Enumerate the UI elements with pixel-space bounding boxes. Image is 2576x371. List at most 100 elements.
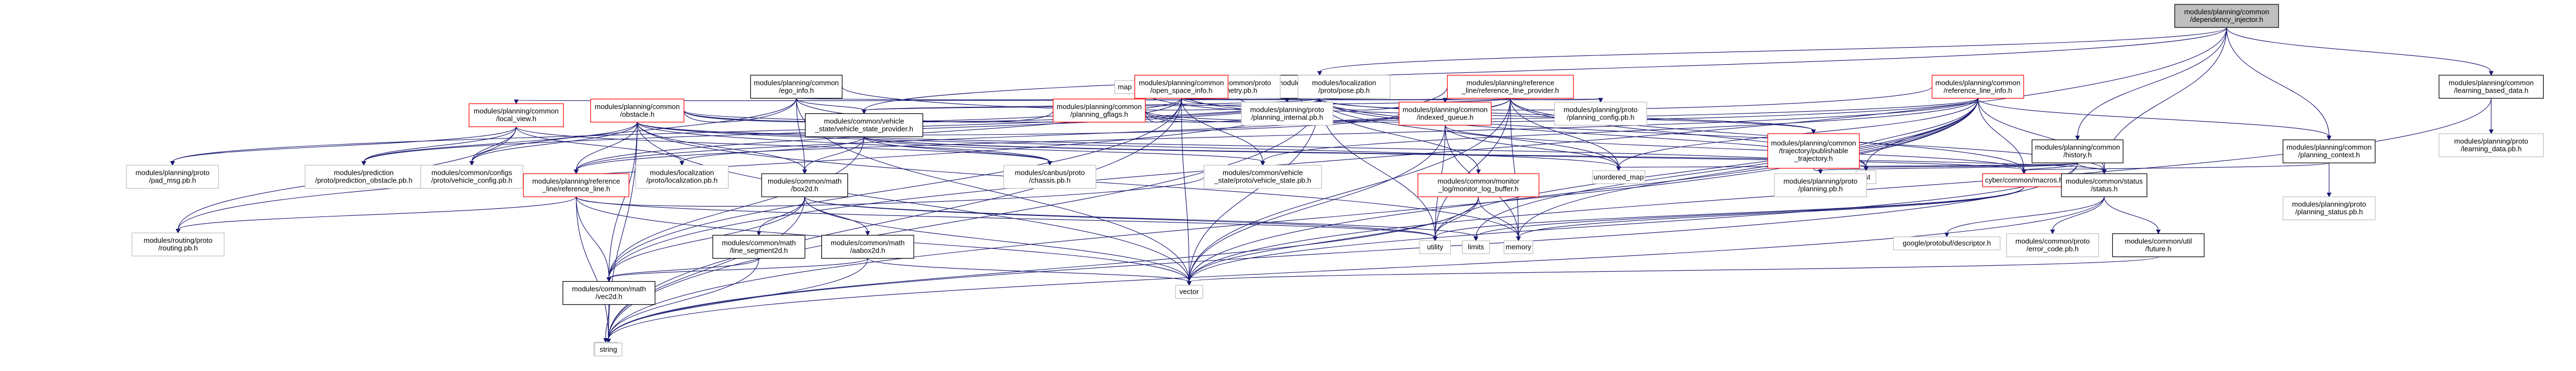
node-pub-traj[interactable]: modules/planning/common/trajectory/publi…	[1767, 133, 1860, 169]
edge-root-to-planning-context	[2226, 27, 2332, 141]
edge-arrowhead	[756, 231, 762, 236]
node-monitor-log[interactable]: modules/common/monitor_log/monitor_log_b…	[1417, 173, 1540, 197]
edge-line	[608, 98, 1182, 278]
edge-line	[1434, 98, 1511, 238]
edge-line	[608, 304, 609, 340]
node-label-line: utility	[1427, 243, 1443, 251]
node-box	[126, 164, 219, 189]
node-label-line: modules/localization	[1312, 78, 1376, 87]
edge-box2d-to-utility	[804, 196, 1438, 242]
node-label-line: /future.h	[2145, 245, 2171, 253]
node-future[interactable]: modules/common/util/future.h	[2112, 233, 2205, 258]
node-box	[1298, 75, 1391, 99]
node-string: string	[594, 343, 623, 357]
edge-line	[1444, 125, 2025, 171]
node-label-line: modules/planning/common	[1771, 139, 1856, 147]
node-macros[interactable]: cyber/common/macros.h	[1982, 173, 2066, 187]
edge-line	[363, 122, 638, 162]
edge-ref-line-to-vec2d	[575, 197, 612, 282]
node-label-line: modules/common/vehicle	[824, 117, 904, 125]
node-vector: vector	[1175, 284, 1203, 299]
edge-arrowhead	[1260, 161, 1265, 166]
edge-monitor-log-to-utility	[1432, 197, 1479, 242]
node-label-line: /proto/localization.pb.h	[647, 176, 718, 185]
edge-arrowhead	[2021, 169, 2027, 175]
node-label-line: _state/vehicle_state_provider.h	[815, 124, 913, 133]
node-ref-line-info[interactable]: modules/planning/common/reference_line_i…	[1932, 75, 2024, 99]
node-vec2d[interactable]: modules/common/math/vec2d.h	[562, 281, 655, 305]
edge-line	[1189, 98, 1511, 282]
node-box2d[interactable]: modules/common/math/box2d.h	[761, 173, 848, 197]
edge-line	[608, 258, 868, 279]
node-label-line: modules/routing/proto	[143, 236, 212, 244]
edge-vsp-to-vehicle-state	[863, 136, 1265, 166]
node-label-line: modules/planning/reference	[1466, 78, 1554, 87]
node-label-line: /local_view.h	[496, 115, 537, 123]
node-local-view[interactable]: modules/planning/common/local_view.h	[469, 103, 564, 127]
node-utility: utility	[1419, 240, 1451, 254]
edge-arrowhead	[861, 109, 867, 115]
edge-line	[608, 122, 638, 278]
node-box	[1175, 284, 1203, 299]
node-label-line: modules/common/configs	[431, 169, 512, 177]
node-history[interactable]: modules/planning/common/history.h	[2031, 139, 2124, 163]
node-label-line: modules/planning/proto	[136, 169, 210, 177]
node-aabox[interactable]: modules/common/math/aabox2d.h	[821, 235, 914, 259]
edge-planning-context-to-macros	[2021, 162, 2330, 175]
edge-history-to-status	[2077, 163, 2107, 175]
node-learning[interactable]: modules/planning/common/learning_based_d…	[2439, 75, 2544, 99]
edge-arrowhead	[1317, 71, 1322, 76]
node-label-line: modules/common/status	[2066, 177, 2143, 185]
edge-ref-line-to-vehicle-state	[575, 176, 1205, 207]
node-label-line: /error_code.pb.h	[2026, 245, 2078, 253]
node-planning-context[interactable]: modules/planning/common/planning_context…	[2283, 139, 2376, 163]
node-label-line: modules/common/monitor	[1438, 177, 1520, 185]
node-box	[1241, 101, 1334, 126]
node-label-line: _state/proto/vehicle_state.pb.h	[1214, 176, 1311, 185]
node-label-line: /reference_line_info.h	[1944, 86, 2012, 94]
edge-line	[575, 196, 1436, 238]
node-label-line: google/protobuf/descriptor.h	[1903, 239, 1991, 247]
edge-line	[683, 98, 1182, 123]
node-box	[562, 281, 655, 305]
edge-history-to-planning-pb	[1818, 162, 2078, 175]
edge-line	[637, 113, 1399, 135]
node-ref-line[interactable]: modules/planning/reference_line/referenc…	[523, 173, 630, 197]
node-label-line: modules/planning/proto	[2292, 200, 2366, 208]
edge-arrowhead	[679, 161, 684, 166]
node-ego-info[interactable]: modules/planning/common/ego_info.h	[750, 75, 843, 99]
edge-line	[575, 197, 609, 340]
edge-root-to-learning	[2226, 27, 2494, 76]
node-line-segment[interactable]: modules/common/math/line_segment2d.h	[712, 235, 805, 259]
node-planning-status: modules/planning/proto/planning_status.p…	[2283, 196, 2376, 220]
node-vehicle-config: modules/common/configs/proto/vehicle_con…	[420, 164, 523, 189]
node-label-line: string	[600, 345, 617, 353]
node-ref-provider[interactable]: modules/planning/reference_line/referenc…	[1447, 75, 1574, 99]
node-box	[2174, 4, 2279, 28]
edge-arrowhead	[1432, 236, 1438, 242]
node-indexed-queue[interactable]: modules/planning/common/indexed_queue.h	[1398, 101, 1492, 126]
edge-line	[863, 136, 1050, 162]
node-open-space[interactable]: modules/planning/common/open_space_info.…	[1134, 75, 1229, 99]
node-gflags[interactable]: modules/planning/common/planning_gflags.…	[1052, 99, 1146, 123]
edge-root-to-frame	[1317, 27, 2227, 76]
edge-line	[2226, 27, 2330, 137]
edge-root-to-history	[2075, 27, 2227, 141]
node-label-line: /box2d.h	[791, 185, 819, 193]
node-planning-pb: modules/planning/proto/planning.pb.h	[1774, 173, 1867, 197]
node-obstacle[interactable]: modules/planning/common/obstacle.h	[590, 99, 684, 123]
node-status[interactable]: modules/common/status/status.h	[2061, 173, 2147, 197]
edge-line	[1476, 186, 2025, 238]
node-label-line: /planning_gflags.h	[1070, 110, 1128, 118]
node-vsp[interactable]: modules/common/vehicle_state/vehicle_sta…	[805, 113, 924, 138]
edge-frame-to-indexed-queue	[1319, 98, 1448, 103]
edge-line	[575, 98, 1979, 171]
edge-ref-line-info-to-limits	[1473, 98, 1979, 242]
node-vehicle-state: modules/common/vehicle_state/proto/vehic…	[1203, 164, 1322, 189]
node-box	[1417, 173, 1540, 197]
edge-vsp-to-box2d	[802, 136, 865, 175]
edge-macros-to-memory	[1516, 186, 2025, 242]
edge-arrowhead	[606, 339, 611, 344]
edge-arrowhead	[1863, 166, 1869, 172]
edge-obstacle-to-vehicle-config	[469, 122, 638, 166]
